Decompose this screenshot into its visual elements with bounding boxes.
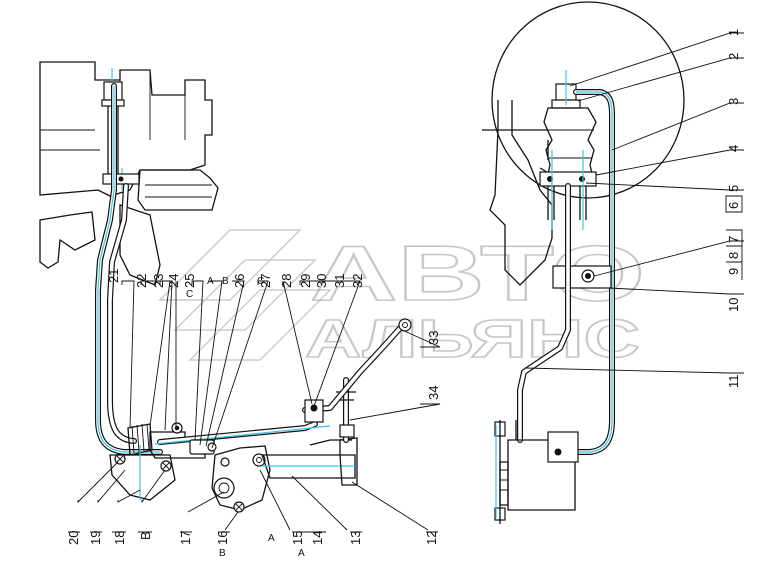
- link-bracket-12: [339, 437, 358, 486]
- housing-body: [489, 100, 553, 286]
- pipe-33-end: [398, 318, 412, 332]
- callouts-right: 1 2 3 4 5 6 7 8 9 10 11: [726, 29, 741, 388]
- letter-a-bottom2: A: [298, 548, 305, 559]
- callout-25: 25: [182, 274, 197, 288]
- callout-19: 19: [88, 531, 103, 545]
- top-bolt-shank: [107, 106, 119, 175]
- letter-b-bottom: B: [219, 548, 226, 559]
- valve-cap: [547, 431, 579, 463]
- letter-c-top1: C: [186, 289, 193, 300]
- callout-21: 21: [106, 269, 121, 283]
- callout-27: 27: [258, 274, 273, 288]
- pivot-15: [252, 453, 266, 467]
- housing-ribs: [145, 184, 212, 198]
- callout-34: 34: [426, 386, 441, 400]
- callout-24: 24: [166, 274, 181, 288]
- shaft-clamp: [339, 424, 355, 438]
- callout-15: 15: [290, 531, 305, 545]
- callouts-left-top: 21 22 23 24 25 26 27 28 29 30 31 32 33 3…: [106, 269, 441, 400]
- lower-lever-plate: [211, 445, 271, 511]
- callout-2: 2: [726, 53, 741, 60]
- callouts-left-bottom: 20 19 18 B 17 16 15 14 13 12: [66, 531, 439, 545]
- valve-flange-ribs: [500, 469, 508, 491]
- callout-18: 18: [112, 531, 127, 545]
- right-callout-boxes: [725, 195, 743, 280]
- engine-block-outline: [39, 61, 213, 197]
- callout-33: 33: [426, 331, 441, 345]
- section-letters: A B C C B A A: [186, 276, 305, 559]
- valve-stud-lines: [499, 420, 517, 524]
- letter-a-top: A: [207, 276, 214, 287]
- callout-8: 8: [726, 252, 741, 259]
- callout-20: 20: [66, 531, 81, 545]
- callout-30: 30: [314, 274, 329, 288]
- engine-block-details: [40, 70, 186, 151]
- callout-9: 9: [726, 268, 741, 275]
- pipe-left-axis: [97, 86, 160, 453]
- lever-boss-17: [213, 477, 235, 499]
- letter-a-bottom1: A: [268, 533, 275, 544]
- leaders-right: [524, 32, 744, 374]
- stud-axes: [551, 150, 584, 230]
- callout-17: 17: [178, 531, 193, 545]
- flywheel-housing-circle: [491, 1, 685, 199]
- bracket-web: [119, 204, 161, 286]
- watermark-line2: АЛЬЯНС: [305, 309, 640, 369]
- left-view: [39, 61, 412, 513]
- callout-6: 6: [726, 202, 741, 209]
- callout-28: 28: [279, 274, 294, 288]
- control-rod-axis: [154, 425, 331, 445]
- mount-studs: [547, 186, 587, 220]
- letter-c-top2: C: [257, 276, 264, 287]
- callout-7: 7: [726, 236, 741, 243]
- leaders-left: [77, 280, 441, 531]
- bellows-ribs: [546, 129, 594, 159]
- lower-housing-outline: [39, 211, 96, 269]
- callout-3: 3: [726, 98, 741, 105]
- callout-32: 32: [350, 274, 365, 288]
- mount-bolt-5b: [579, 176, 585, 182]
- callout-1: 1: [726, 29, 741, 36]
- lever-18: [109, 454, 176, 501]
- clamp-bolt-head: [118, 176, 124, 182]
- letter-b-top: B: [222, 276, 229, 287]
- callout-31: 31: [332, 274, 347, 288]
- link-bar-13: [261, 454, 356, 479]
- callout-13: 13: [348, 531, 363, 545]
- hose-coupling: [127, 423, 153, 456]
- lever-hole-upper: [220, 457, 230, 467]
- valve-port: [554, 448, 562, 456]
- callout-14: 14: [310, 531, 325, 545]
- watermark: АВТО АЛЬЯНС: [158, 228, 646, 370]
- callout-B-left: B: [138, 531, 153, 540]
- callout-5: 5: [726, 185, 741, 192]
- callout-10: 10: [726, 298, 741, 312]
- callout-26: 26: [232, 274, 247, 288]
- pipe-3-axis: [575, 91, 613, 453]
- callout-16: 16: [215, 531, 230, 545]
- callout-12: 12: [424, 531, 439, 545]
- callout-4: 4: [726, 145, 741, 152]
- valve-flange: [499, 461, 509, 506]
- callout-23: 23: [151, 274, 166, 288]
- hose-coupling-ribs: [131, 423, 150, 454]
- housing-right-outline: [137, 169, 219, 211]
- callout-29: 29: [298, 274, 313, 288]
- housing-detail: [539, 140, 553, 176]
- callout-11: 11: [726, 375, 741, 389]
- callout-22: 22: [134, 274, 149, 288]
